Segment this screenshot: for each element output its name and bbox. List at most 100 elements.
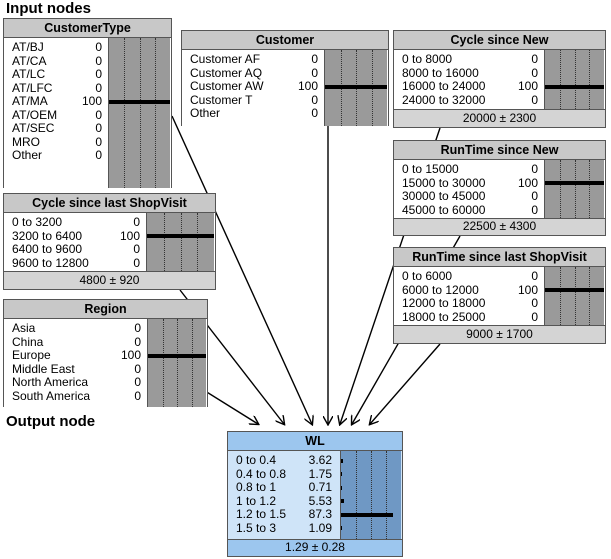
edge-runtime-since-last-shopvisit-wl bbox=[370, 343, 441, 424]
grid-line bbox=[177, 319, 178, 407]
state-label: 1 to 1.2 bbox=[236, 493, 277, 508]
state-label: 8000 to 16000 bbox=[402, 65, 479, 80]
grid-line bbox=[575, 160, 576, 218]
grid-line bbox=[560, 160, 561, 218]
state-row: AT/LFC 0 bbox=[4, 80, 108, 96]
belief-bar bbox=[341, 458, 344, 463]
state-value: 0 bbox=[95, 80, 102, 95]
state-row: 16000 to 24000 100 bbox=[394, 79, 544, 94]
belief-bar bbox=[545, 288, 604, 293]
state-value: 0 bbox=[311, 65, 318, 80]
node-title: RunTime since New bbox=[394, 141, 605, 160]
state-label: Customer T bbox=[190, 92, 253, 107]
node-summary: 9000 ± 1700 bbox=[466, 327, 533, 341]
state-label: 3200 to 6400 bbox=[12, 228, 83, 243]
grid-line bbox=[589, 160, 590, 218]
state-row: 0 to 0.4 3.62 bbox=[228, 453, 340, 468]
edge-customertype-wl bbox=[171, 115, 312, 424]
node-title: Cycle since last ShopVisit bbox=[4, 194, 215, 213]
node-summary: 1.29 ± 0.28 bbox=[285, 540, 345, 554]
node-title: Customer bbox=[182, 31, 388, 50]
state-value: 0 bbox=[134, 361, 141, 376]
grid-line bbox=[197, 213, 198, 271]
state-label: South America bbox=[12, 388, 91, 403]
belief-bar-plot bbox=[340, 451, 401, 539]
grid-line bbox=[386, 451, 387, 539]
state-label: 0 to 15000 bbox=[402, 162, 459, 176]
state-value: 5.53 bbox=[308, 493, 332, 508]
state-value: 0 bbox=[531, 92, 538, 107]
state-label: 15000 to 30000 bbox=[402, 175, 486, 190]
state-label: AT/OEM bbox=[12, 107, 58, 122]
grid-line bbox=[140, 38, 141, 188]
state-value: 1.09 bbox=[308, 520, 332, 535]
input-nodes-label: Input nodes bbox=[6, 0, 91, 17]
state-value: 87.3 bbox=[308, 507, 332, 521]
state-value: 0 bbox=[531, 269, 538, 283]
state-label: 9600 to 12800 bbox=[12, 255, 89, 270]
grid-line bbox=[575, 50, 576, 109]
node-title: RunTime since last ShopVisit bbox=[394, 248, 605, 267]
state-label: Customer AW bbox=[190, 79, 264, 93]
state-label: AT/MA bbox=[12, 94, 48, 108]
grid-line bbox=[155, 38, 156, 188]
state-value: 0 bbox=[95, 148, 102, 162]
state-value: 0 bbox=[531, 309, 538, 324]
belief-bar bbox=[148, 353, 206, 358]
state-label: Other bbox=[12, 148, 43, 162]
node-title: WL bbox=[228, 432, 402, 451]
state-value: 100 bbox=[517, 79, 538, 93]
grid-line bbox=[560, 50, 561, 109]
state-value: 0 bbox=[134, 375, 141, 389]
node-summary: 20000 ± 2300 bbox=[462, 111, 537, 125]
belief-bar bbox=[341, 512, 394, 517]
grid-line bbox=[356, 451, 357, 539]
state-value: 0 bbox=[133, 255, 140, 270]
state-label: AT/SEC bbox=[12, 121, 55, 135]
state-label: 0.4 to 0.8 bbox=[236, 466, 287, 481]
state-value: 3.62 bbox=[308, 453, 332, 467]
state-value: 0 bbox=[531, 52, 538, 66]
state-label: 0 to 0.4 bbox=[236, 453, 277, 467]
belief-bar-plot bbox=[544, 160, 604, 218]
belief-bar-plot bbox=[324, 50, 387, 126]
state-row: Customer AW 100 bbox=[182, 79, 324, 94]
state-label: Customer AF bbox=[190, 52, 261, 66]
state-label: AT/LFC bbox=[12, 80, 53, 95]
state-value: 100 bbox=[297, 79, 318, 93]
state-label: Customer AQ bbox=[190, 65, 263, 80]
state-label: 24000 to 32000 bbox=[402, 92, 486, 107]
state-label: 0 to 8000 bbox=[402, 52, 453, 66]
state-value: 0 bbox=[133, 242, 140, 256]
state-value: 0 bbox=[531, 189, 538, 203]
state-value: 0 bbox=[311, 106, 318, 120]
state-label: 16000 to 24000 bbox=[402, 79, 486, 93]
